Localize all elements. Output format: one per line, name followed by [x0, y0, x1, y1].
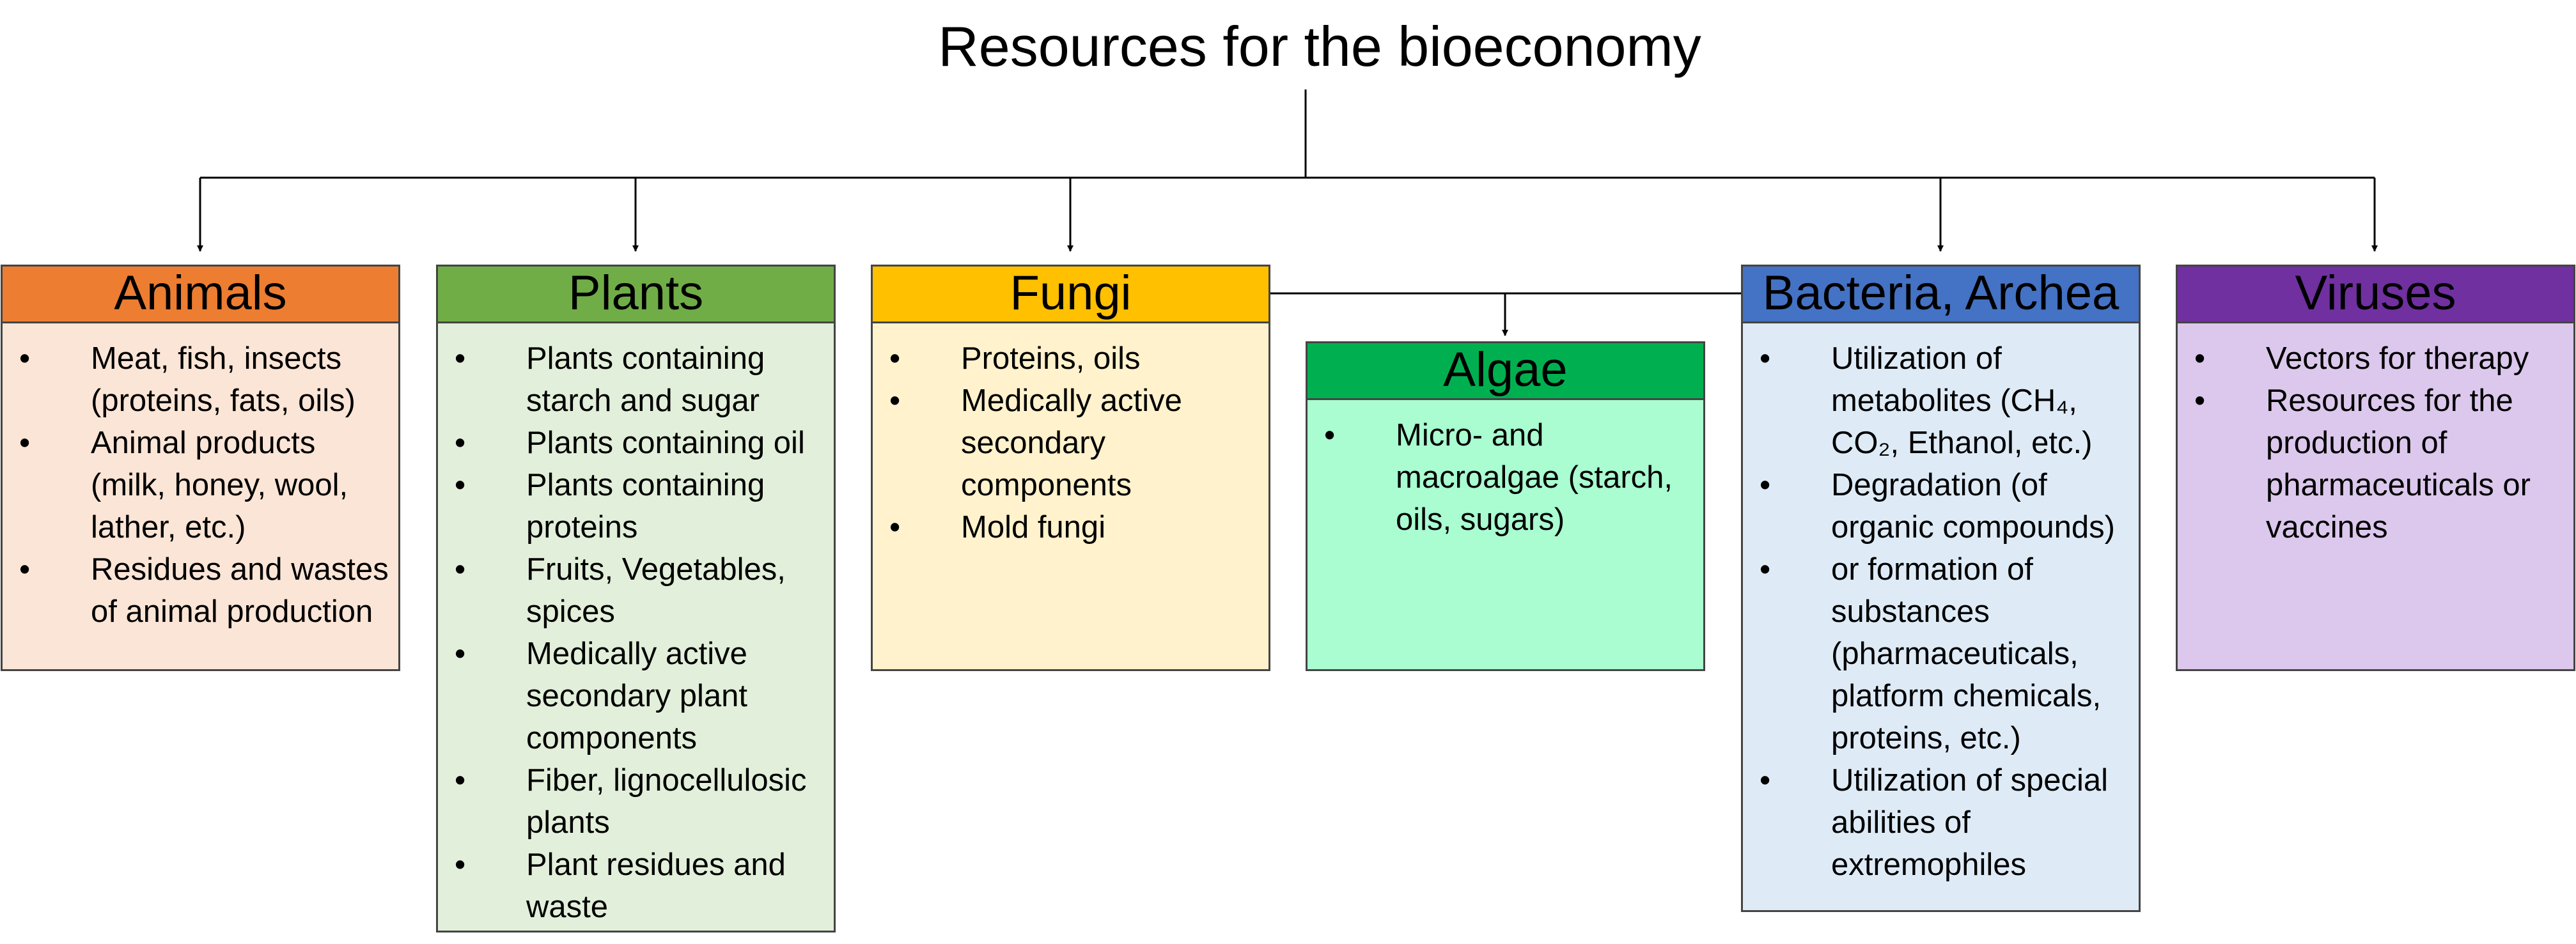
bullet-icon: • [455, 552, 466, 587]
category-list-viruses: • Vectors for therapy • Resources for the … [2178, 323, 2573, 548]
category-header-fungi: Fungi [873, 267, 1268, 323]
bullet-icon: • [455, 637, 466, 671]
list-item: • or formation of substances (pharmaceuti… [1743, 548, 2131, 759]
list-item: • Plants containing oil [438, 422, 826, 464]
bullet-icon: • [19, 341, 31, 376]
list-item: • Micro- and macroalgae (starch, oils, su… [1308, 414, 1696, 541]
list-item: • Plants containing proteins [438, 464, 826, 548]
bullet-icon: • [2194, 383, 2206, 418]
category-box-animals: Animals • Meat, fish, insects (proteins, … [1, 265, 400, 671]
list-item-text: Resources for the production of pharmace… [2266, 383, 2531, 545]
list-item-text: Mold fungi [961, 510, 1106, 545]
list-item-text: Plants containing starch and sugar [526, 341, 765, 418]
bullet-icon: • [889, 383, 901, 418]
list-item-text: Utilization of metabolites (CH₄, CO₂, Et… [1831, 341, 2093, 460]
category-box-viruses: Viruses • Vectors for therapy • Resources … [2176, 265, 2575, 671]
bullet-icon: • [19, 552, 31, 587]
category-box-fungi: Fungi • Proteins, oils • Medically active … [871, 265, 1270, 671]
category-list-algae: • Micro- and macroalgae (starch, oils, su… [1308, 400, 1703, 541]
bullet-icon: • [1760, 341, 1771, 376]
list-item: • Plant residues and waste [438, 844, 826, 928]
category-header-algae: Algae [1308, 343, 1703, 400]
list-item-text: Meat, fish, insects (proteins, fats, oil… [91, 341, 355, 418]
bullet-icon: • [455, 426, 466, 460]
category-header-viruses: Viruses [2178, 267, 2573, 323]
list-item: • Resources for the production of pharmac… [2178, 380, 2566, 548]
list-item: • Animal products (milk, honey, wool, lat… [3, 422, 391, 548]
list-item: • Degradation (of organic compounds) [1743, 464, 2131, 548]
list-item: • Vectors for therapy [2178, 337, 2566, 380]
list-item: • Meat, fish, insects (proteins, fats, oi… [3, 337, 391, 422]
category-list-bacteria-archea: • Utilization of metabolites (CH₄, CO₂, E… [1743, 323, 2139, 886]
list-item-text: Fiber, lignocellulosic plants [526, 763, 807, 840]
bullet-icon: • [1760, 552, 1771, 587]
bullet-icon: • [1760, 468, 1771, 502]
list-item: • Fruits, Vegetables, spices [438, 548, 826, 633]
list-item-text: Plants containing proteins [526, 468, 765, 545]
category-box-algae: Algae • Micro- and macroalgae (starch, oi… [1306, 341, 1705, 671]
list-item-text: Proteins, oils [961, 341, 1141, 376]
list-item-text: Utilization of special abilities of extr… [1831, 763, 2109, 882]
list-item-text: Vectors for therapy [2266, 341, 2529, 376]
list-item: • Utilization of metabolites (CH₄, CO₂, E… [1743, 337, 2131, 464]
list-item-text: or formation of substances (pharmaceutic… [1831, 552, 2102, 755]
bullet-icon: • [889, 510, 901, 545]
list-item: • Proteins, oils [873, 337, 1261, 380]
bullet-icon: • [19, 426, 31, 460]
list-item: • Utilization of special abilities of ext… [1743, 759, 2131, 886]
list-item: • Fiber, lignocellulosic plants [438, 759, 826, 844]
bullet-icon: • [889, 341, 901, 376]
list-item-text: Plant residues and waste [526, 847, 786, 924]
bullet-icon: • [455, 468, 466, 502]
list-item-text: Residues and wastes of animal production [91, 552, 389, 629]
category-list-fungi: • Proteins, oils • Medically active second… [873, 323, 1268, 548]
list-item-text: Medically active secondary components [961, 383, 1182, 502]
list-item-text: Micro- and macroalgae (starch, oils, sug… [1396, 418, 1673, 537]
bullet-icon: • [1760, 763, 1771, 798]
list-item: • Residues and wastes of animal productio… [3, 548, 391, 633]
list-item-text: Degradation (of organic compounds) [1831, 468, 2115, 545]
category-header-animals: Animals [3, 267, 398, 323]
list-item-text: Animal products (milk, honey, wool, lath… [91, 426, 348, 545]
category-list-animals: • Meat, fish, insects (proteins, fats, oi… [3, 323, 398, 633]
list-item: • Plants containing starch and sugar [438, 337, 826, 422]
list-item-text: Medically active secondary plant compone… [526, 637, 747, 755]
list-item: • Medically active secondary components [873, 380, 1261, 506]
category-box-bacteria-archea: Bacteria, Archea • Utilization of metabol… [1741, 265, 2141, 912]
list-item-text: Plants containing oil [526, 426, 805, 460]
bullet-icon: • [455, 341, 466, 376]
category-list-plants: • Plants containing starch and sugar • Pla… [438, 323, 834, 928]
bullet-icon: • [1324, 418, 1336, 453]
bullet-icon: • [455, 763, 466, 798]
diagram-title: Resources for the bioeconomy [938, 15, 1701, 78]
bullet-icon: • [455, 847, 466, 882]
list-item: • Medically active secondary plant compon… [438, 633, 826, 759]
list-item: • Mold fungi [873, 506, 1261, 548]
category-header-bacteria-archea: Bacteria, Archea [1743, 267, 2139, 323]
list-item-text: Fruits, Vegetables, spices [526, 552, 786, 629]
category-header-plants: Plants [438, 267, 834, 323]
category-box-plants: Plants • Plants containing starch and sug… [436, 265, 836, 932]
bullet-icon: • [2194, 341, 2206, 376]
